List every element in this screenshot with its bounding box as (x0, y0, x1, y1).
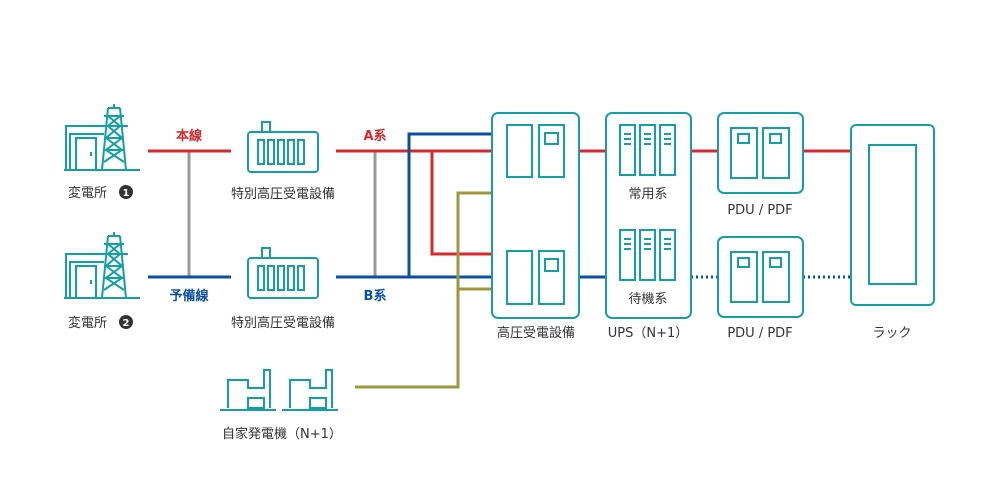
ups-standby-label: 待機系 (628, 292, 667, 307)
substation-1 (64, 104, 140, 171)
badge-1: 1 (119, 185, 133, 199)
pdu-2-label: PDU / PDF (727, 326, 792, 341)
pdu-1-label: PDU / PDF (727, 203, 792, 218)
switchgear-icon (247, 121, 319, 173)
generator-icon (282, 369, 338, 411)
high-voltage-equipment (491, 112, 580, 319)
rack (850, 124, 935, 306)
rack-frame (850, 124, 935, 306)
rack-inner (868, 144, 917, 285)
backup-line-label: 予備線 (169, 288, 209, 304)
badge-1-number: 1 (123, 188, 130, 199)
a-line-crossfeed (430, 151, 492, 256)
receiving-equipment-2-label: 特別高圧受電設備 (231, 315, 335, 331)
generator-icons (220, 369, 338, 411)
b-line-crossfeed (407, 132, 492, 277)
substation-1-label: 変電所 (68, 185, 107, 201)
hv-panel-bottom (506, 250, 565, 305)
hv-panel-top (506, 124, 565, 178)
substation-2-label: 変電所 (68, 315, 107, 331)
high-voltage-label: 高圧受電設備 (497, 325, 575, 341)
badge-2: 2 (119, 315, 133, 329)
generator-label: 自家発電機（N+1） (222, 426, 342, 442)
badge-2-number: 2 (123, 318, 130, 329)
generator-icon (220, 369, 276, 411)
receiving-equipment-1-label: 特別高圧受電設備 (231, 186, 335, 202)
connections (148, 132, 851, 389)
pdu-1 (717, 112, 804, 194)
substation-icon (64, 232, 140, 299)
receiving-equipment-2 (247, 247, 319, 299)
a-system-label: A系 (363, 128, 386, 144)
main-line-label: 本線 (176, 128, 203, 144)
substation-2 (64, 232, 140, 299)
receiving-equipment-1 (247, 121, 319, 173)
substation-icon (64, 104, 140, 171)
high-voltage-cabinet (491, 112, 580, 319)
ups-standby-units (619, 229, 676, 281)
b-system-label: B系 (364, 288, 387, 304)
ups-normal-label: 常用系 (628, 187, 667, 202)
switchgear-icon (247, 247, 319, 299)
ups-equipment: 常用系 待機系 (605, 112, 692, 319)
pdu-2 (717, 236, 804, 318)
ups-normal-units (619, 124, 676, 176)
ups-label: UPS（N+1） (608, 326, 689, 341)
rack-label: ラック (872, 326, 911, 341)
ups-cabinet (605, 112, 692, 319)
